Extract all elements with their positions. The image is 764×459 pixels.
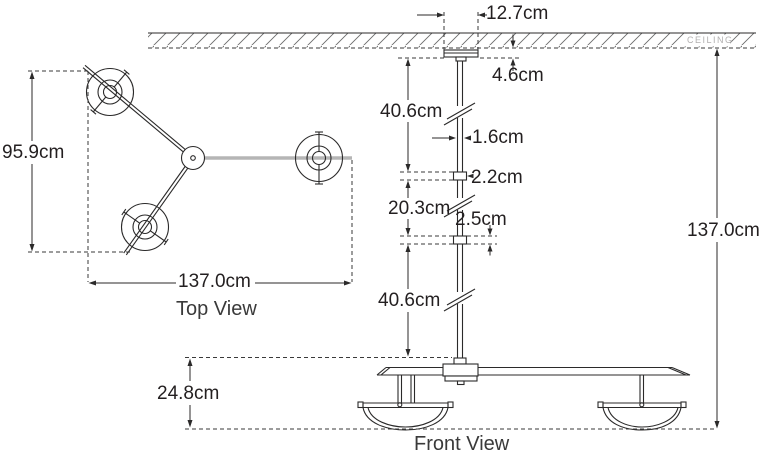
top-view-light-lower-left — [120, 202, 170, 252]
front-view-right-lamp — [597, 375, 687, 431]
top-view-light-right — [294, 131, 344, 185]
ceiling-label-backplate — [683, 34, 730, 47]
dim-coupler-upper-label: 2.2cm — [471, 167, 523, 188]
extension-lines — [28, 12, 714, 430]
top-view-title: Top View — [176, 298, 257, 320]
dim-overall-drop-label: 137.0cm — [687, 220, 760, 241]
dim-topview-depth-label: 95.9cm — [2, 142, 65, 163]
rod-break-lower — [443, 288, 476, 312]
dimension-lines — [29, 12, 720, 429]
top-view-hub — [180, 145, 206, 171]
dim-canopy-drop-label: 4.6cm — [492, 65, 544, 86]
front-view-stem-rod — [443, 61, 476, 358]
rod-break-middle — [443, 194, 476, 218]
dim-rod-upper-label: 40.6cm — [380, 101, 443, 122]
rod-coupler-lower — [452, 235, 468, 245]
dim-rod-middle-label: 20.3cm — [388, 198, 451, 219]
top-view-upper-left-arm — [82, 64, 186, 153]
front-view-canopy — [443, 49, 479, 62]
dim-rod-lower-label: 40.6cm — [378, 290, 441, 311]
top-view-light-upper-left — [85, 67, 135, 117]
front-view-drawing — [357, 49, 691, 431]
rod-coupler-upper — [452, 171, 468, 181]
ceiling-label: CEILING — [687, 35, 734, 45]
top-view-lower-left-arm — [123, 166, 189, 256]
dim-body-height-label: 24.8cm — [157, 383, 220, 404]
top-view-drawing — [82, 64, 352, 256]
ceiling-hatch — [148, 33, 756, 48]
dim-canopy-width-label: 12.7cm — [486, 3, 549, 24]
rod-break-upper — [443, 102, 476, 126]
dim-topview-width-label: 137.0cm — [178, 271, 251, 292]
front-view-left-lamp — [357, 375, 454, 431]
dim-rod-width-label: 1.6cm — [472, 127, 524, 148]
dim-coupler-lower-label: 2.5cm — [455, 209, 507, 230]
front-view-title: Front View — [414, 433, 510, 455]
front-view-hub — [442, 357, 479, 386]
ceiling-band — [148, 32, 756, 49]
front-view-arm-bar — [376, 366, 691, 376]
